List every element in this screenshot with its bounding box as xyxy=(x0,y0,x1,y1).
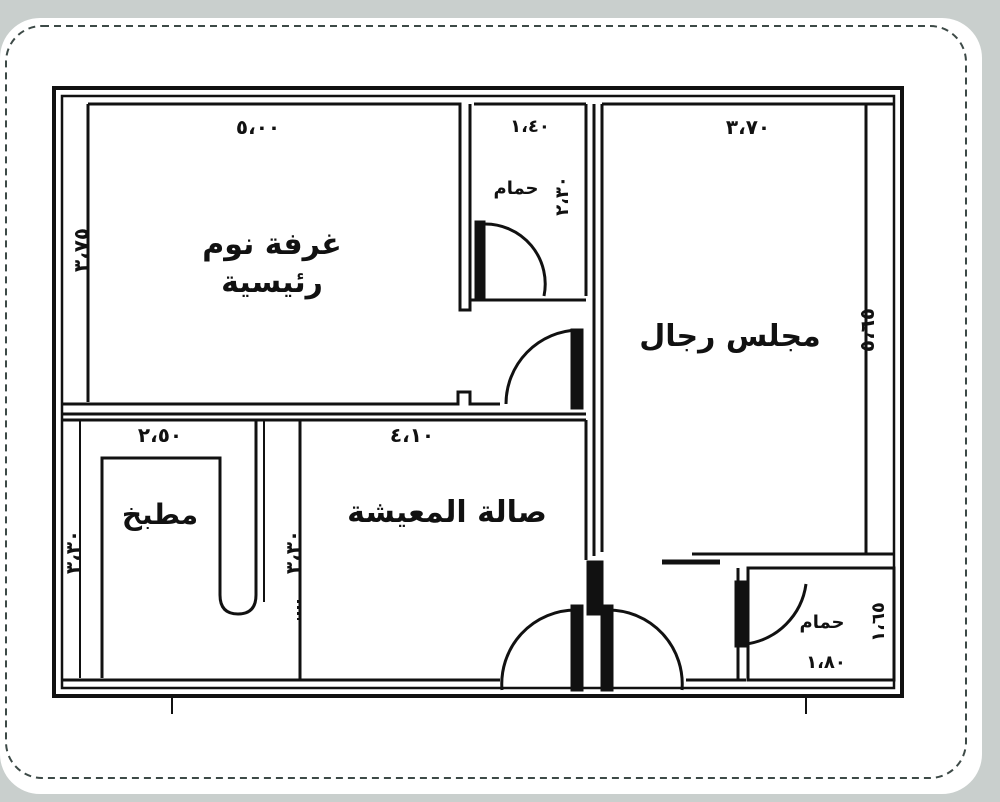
majlis-width-dim: ٣،٧٠ xyxy=(726,115,770,139)
kitchen-label: مطبخ xyxy=(122,498,198,531)
living-height-dim: ٣،٣٠ xyxy=(281,530,305,574)
kitchen-height-dim: ٣،٣٠ xyxy=(61,530,85,574)
master-bedroom-label-line2: رئيسية xyxy=(221,265,323,300)
doors xyxy=(474,220,808,692)
card-background xyxy=(0,18,982,794)
dimension-lines xyxy=(171,600,807,714)
bath-top-height-dim: ٢،٣٠ xyxy=(552,176,573,216)
bath-bottom-label: حمام xyxy=(800,612,845,633)
majlis-height-dim: ٥،٦٥ xyxy=(855,308,879,352)
dashed-border xyxy=(5,25,967,779)
walls xyxy=(52,86,904,698)
bedroom-width-dim: ٥،٠٠ xyxy=(236,115,280,139)
bath-bottom-height-dim: ١،٦٥ xyxy=(868,602,889,642)
living-width-dim: ٤،١٠ xyxy=(390,423,434,447)
men-majlis-label: مجلس رجال xyxy=(639,319,820,354)
bedroom-height-dim: ٣،٧٥ xyxy=(69,228,93,272)
bath-top-label: حمام xyxy=(494,178,539,199)
bath-bottom-width-dim: ١،٨٠ xyxy=(806,652,846,673)
kitchen-width-dim: ٢،٥٠ xyxy=(138,423,182,447)
bath-top-width-dim: ١،٤٠ xyxy=(510,116,550,137)
living-hall-label: صالة المعيشة xyxy=(347,495,547,530)
master-bedroom-label-line1: غرفة نوم xyxy=(202,227,342,262)
